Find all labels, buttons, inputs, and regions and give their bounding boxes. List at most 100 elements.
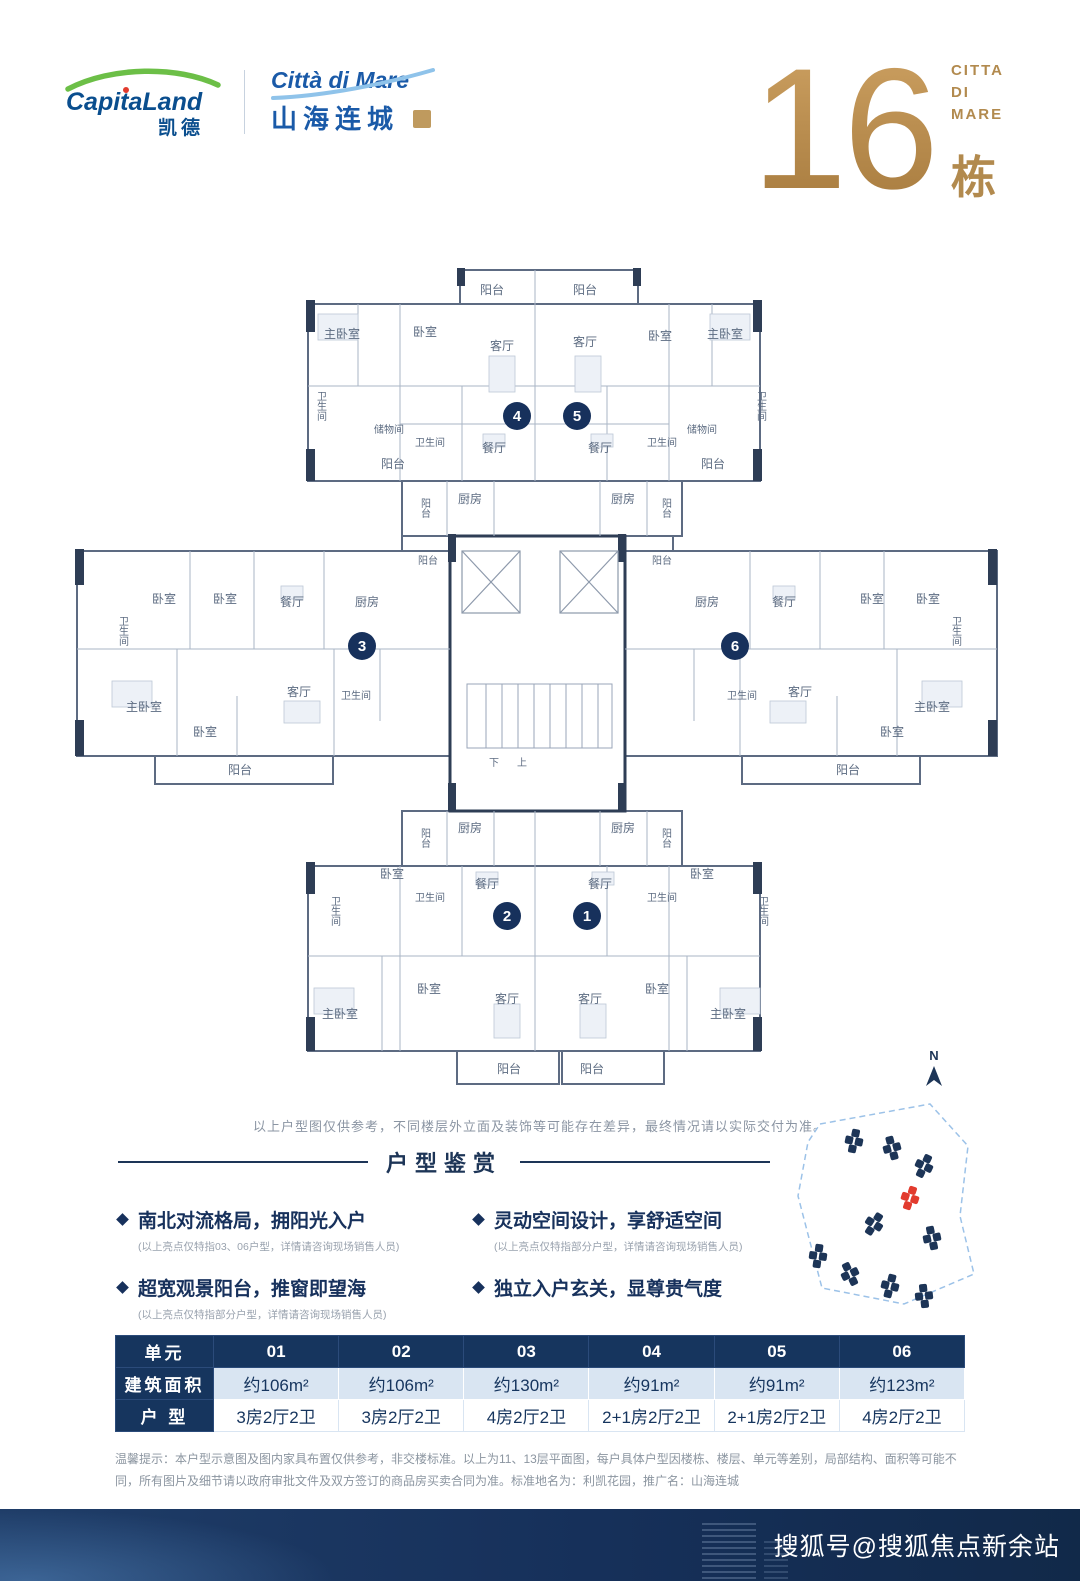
- area-cell: 约91m²: [588, 1367, 715, 1400]
- unit-spec-table: 单元 01 02 03 04 05 06 建筑面积 约106m² 约106m² …: [115, 1335, 966, 1432]
- unit-cell: 06: [838, 1335, 966, 1368]
- building-silhouette-icon: [764, 1541, 788, 1581]
- floor-plan-walls: [76, 269, 998, 1085]
- type-cell: 2+1房2厅2卫: [588, 1399, 715, 1432]
- room-label-master-bedroom: 主卧室: [707, 326, 743, 341]
- capitaland-dot-icon: [123, 87, 129, 93]
- room-label-living-room: 客厅: [578, 991, 602, 1006]
- room-label-master-bedroom: 主卧室: [126, 699, 162, 714]
- unit-number-5: 5: [573, 408, 581, 425]
- unit-cell: 05: [713, 1335, 840, 1368]
- features-column-left: 南北对流格局，拥阳光入户 (以上亮点仅特指03、06户型，详情请咨询现场销售人员…: [116, 1206, 414, 1342]
- capitaland-swoosh-icon: [65, 68, 221, 92]
- floor-plan-wall-accents: [75, 268, 997, 1051]
- diamond-bullet-icon: [472, 1213, 485, 1226]
- room-label-balcony: 阳台: [497, 1061, 521, 1076]
- type-cell: 2+1房2厅2卫: [713, 1399, 840, 1432]
- footer-credit: 搜狐号@搜狐焦点新余站: [773, 1533, 1060, 1561]
- title-line-right: [520, 1161, 771, 1163]
- building-badge: 16 CITTA DI MARE 栋: [751, 33, 1004, 225]
- feature-item: 灵动空间设计，享舒适空间 (以上亮点仅特指部分户型，详情请咨询现场销售人员): [472, 1206, 770, 1254]
- feature-item: 独立入户玄关，显尊贵气度: [472, 1274, 770, 1320]
- staircase: [466, 683, 613, 749]
- furniture: [111, 313, 963, 1039]
- diamond-bullet-icon: [116, 1281, 129, 1294]
- capitaland-logo: CapitaLand 凯德: [65, 68, 221, 139]
- room-label-bathroom: 卫生间: [341, 689, 371, 702]
- footer-bar: 搜狐号@搜狐焦点新余站: [0, 1509, 1080, 1581]
- unit-cell: 03: [463, 1335, 590, 1368]
- unit-number-2: 2: [503, 908, 511, 925]
- room-label-bedroom: 卧室: [193, 724, 217, 739]
- unit-number-6: 6: [731, 638, 739, 655]
- citta-cn: 山海连城: [271, 104, 399, 134]
- feature-note: (以上亮点仅特指部分户型，详情请咨询现场销售人员): [494, 1241, 743, 1253]
- type-cell: 4房2厅2卫: [463, 1399, 590, 1432]
- room-label-dining-room: 餐厅: [772, 594, 796, 609]
- features-column-right: 灵动空间设计，享舒适空间 (以上亮点仅特指部分户型，详情请咨询现场销售人员) 独…: [472, 1206, 770, 1342]
- room-label-bedroom: 卧室: [880, 724, 904, 739]
- row-header-unit: 单元: [115, 1335, 214, 1368]
- table-row-area: 建筑面积 约106m² 约106m² 约130m² 约91m² 约91m² 约1…: [115, 1367, 966, 1400]
- room-label-kitchen: 厨房: [611, 491, 635, 506]
- room-label-kitchen: 厨房: [355, 594, 379, 609]
- footer-glow: [0, 1509, 340, 1581]
- room-label-balcony: 阳台: [573, 282, 597, 297]
- room-label-balcony: 阳台: [652, 554, 672, 567]
- room-label-bathroom: 卫生间: [950, 616, 962, 647]
- room-label-bathroom: 卫生间: [117, 616, 129, 647]
- room-label-dining-room: 餐厅: [280, 594, 304, 609]
- room-label-balcony: 阳台: [228, 762, 252, 777]
- room-label-balcony: 阳台: [701, 456, 725, 471]
- unit-marker-4: [503, 402, 531, 430]
- room-label-dining-room: 餐厅: [588, 440, 612, 455]
- room-label-bedroom: 卧室: [645, 981, 669, 996]
- plan-disclaimer: 以上户型图仅供参考，不同楼层外立面及装饰等可能存在差异，最终情况请以实际交付为准…: [252, 1119, 827, 1134]
- title-line-left: [118, 1161, 368, 1163]
- feature-note: (以上亮点仅特指部分户型，详情请咨询现场销售人员): [138, 1309, 387, 1321]
- room-label-bedroom: 卧室: [213, 591, 237, 606]
- building-badge-column: CITTA DI MARE 栋: [951, 50, 1004, 206]
- room-label-dining-room: 餐厅: [475, 876, 499, 891]
- room-label-balcony: 阳台: [480, 282, 504, 297]
- site-boundary: [797, 1103, 975, 1305]
- feature-text: 灵动空间设计，享舒适空间: [494, 1211, 723, 1232]
- room-label-bedroom: 卧室: [413, 324, 437, 339]
- room-labels: 阳台 阳台 主卧室 卧室 客厅 客厅 卧室 主卧室 卫生间 储物间 卫生间 餐厅…: [117, 282, 962, 1076]
- unit-markers: 4 5 3 6 2 1: [348, 402, 749, 930]
- room-label-bathroom: 卫生间: [647, 891, 677, 904]
- type-cell: 3房2厅2卫: [338, 1399, 465, 1432]
- header-logos: CapitaLand 凯德 Città di Mare 山海连城: [60, 62, 449, 142]
- room-label-dining-room: 餐厅: [588, 876, 612, 891]
- unit-marker-2: [493, 902, 521, 930]
- building-suffix: 栋: [950, 152, 996, 203]
- room-label-balcony: 阳台: [580, 1061, 604, 1076]
- badge-citta-lines: CITTA DI MARE: [951, 60, 1004, 125]
- badge-citta-line-1: CITTA: [950, 62, 1004, 79]
- room-label-kitchen: 厨房: [458, 491, 482, 506]
- features-title: 户型鉴赏: [386, 1151, 503, 1176]
- room-label-kitchen: 厨房: [695, 594, 719, 609]
- features-columns: 南北对流格局，拥阳光入户 (以上亮点仅特指03、06户型，详情请咨询现场销售人员…: [116, 1206, 770, 1342]
- area-cell: 约91m²: [713, 1367, 840, 1400]
- room-label-master-bedroom: 主卧室: [914, 699, 950, 714]
- room-label-bathroom: 卫生间: [415, 891, 445, 904]
- feature-item: 南北对流格局，拥阳光入户 (以上亮点仅特指03、06户型，详情请咨询现场销售人员…: [116, 1206, 414, 1254]
- logo-divider: [244, 70, 245, 134]
- building-number: 16: [751, 33, 939, 225]
- room-label-living-room: 客厅: [495, 991, 519, 1006]
- feature-item: 超宽观景阳台，推窗即望海 (以上亮点仅特指部分户型，详情请咨询现场销售人员): [116, 1274, 414, 1322]
- room-label-bathroom: 卫生间: [315, 391, 327, 422]
- type-cell: 3房2厅2卫: [212, 1399, 340, 1432]
- table-row-type: 户 型 3房2厅2卫 3房2厅2卫 4房2厅2卫 2+1房2厅2卫 2+1房2厅…: [115, 1399, 966, 1432]
- diamond-bullet-icon: [116, 1213, 129, 1226]
- unit-number-3: 3: [358, 638, 366, 655]
- area-cell: 约106m²: [212, 1367, 340, 1400]
- footnote: 温馨提示：本户型示意图及图内家具布置仅供参考，非交楼标准。以上为11、13层平面…: [115, 1452, 957, 1489]
- feature-note: (以上亮点仅特指03、06户型，详情请咨询现场销售人员): [138, 1241, 400, 1253]
- unit-marker-6: [721, 632, 749, 660]
- stairs-down-label: 下: [489, 758, 499, 769]
- area-cell: 约123m²: [838, 1367, 966, 1400]
- room-label-storage: 储物间: [374, 423, 404, 436]
